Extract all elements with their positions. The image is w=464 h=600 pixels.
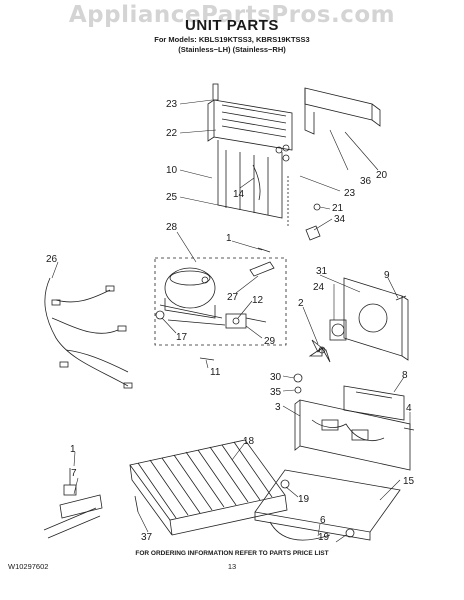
foot-19-lower [345,528,355,538]
callout-23-a: 23 [166,99,178,110]
callout-20: 20 [376,170,388,181]
callout-3: 3 [275,402,281,413]
evaporator-cover [304,87,381,135]
power-cord-bracket [43,468,103,539]
page-number: 13 [227,562,237,571]
grommet-35 [294,386,302,394]
callout-34: 34 [334,214,346,225]
callout-10: 10 [166,165,178,176]
wiring-harness [44,277,133,389]
callout-labels: 23 22 10 14 25 28 1 26 27 12 17 29 11 18… [46,99,415,543]
callout-6: 6 [320,515,326,526]
screw-9 [395,295,407,301]
callout-9: 9 [384,270,390,281]
callout-1-b: 1 [70,444,76,455]
clip [305,225,321,241]
fan-shroud [343,277,409,361]
capacitor [249,261,275,277]
grommet-30 [293,373,303,383]
fan-motor [329,319,347,341]
callout-8: 8 [402,370,408,381]
callout-12: 12 [252,295,264,306]
pin [199,357,215,361]
compressor-group-outline [154,257,287,346]
drain-tube [269,521,331,541]
callout-22: 22 [166,128,178,139]
screw [313,203,321,211]
foot-19-upper [280,479,290,489]
callout-29: 29 [264,336,276,347]
callout-35: 35 [270,387,282,398]
callout-7: 7 [71,468,77,479]
callout-11: 11 [210,367,221,378]
screw-4 [403,427,415,431]
model-variants: (Stainless−LH) (Stainless−RH) [178,45,286,54]
page-title: UNIT PARTS [185,17,279,34]
callout-17: 17 [176,332,188,343]
start-relay [225,313,267,329]
screw-37 [134,495,139,513]
watermark: AppliancePartsPros.com [68,2,396,28]
callout-18: 18 [243,436,255,447]
fan-blade [308,339,331,363]
callout-2: 2 [298,298,304,309]
callout-23-b: 23 [344,188,356,199]
compressor [155,267,226,326]
callout-27: 27 [227,292,239,303]
callout-1-a: 1 [226,233,232,244]
screw-1 [257,247,271,253]
model-numbers: For Models: KBLS19KTSS3, KBRS19KTSS3 [154,35,310,44]
callout-30: 30 [270,372,282,383]
access-cover [254,469,401,541]
evaporator-assembly [207,83,293,219]
condenser [129,439,288,536]
callout-25: 25 [166,192,178,203]
callout-14: 14 [233,189,245,200]
callout-21: 21 [332,203,344,214]
ordering-note: FOR ORDERING INFORMATION REFER TO PARTS … [135,550,329,557]
callout-26: 26 [46,254,58,265]
callout-4: 4 [406,403,412,414]
machine-compartment-base [294,399,411,471]
sensor-wire [252,164,261,201]
callout-36: 36 [360,176,372,187]
callout-19-b: 19 [318,532,330,543]
callout-31: 31 [316,266,328,277]
callout-37: 37 [141,532,153,543]
compressor-mount-bracket [343,385,405,421]
callout-24: 24 [313,282,325,293]
callout-19-a: 19 [298,494,310,505]
document-number: W10297602 [8,562,49,571]
callout-15: 15 [403,476,415,487]
callout-28: 28 [166,222,178,233]
